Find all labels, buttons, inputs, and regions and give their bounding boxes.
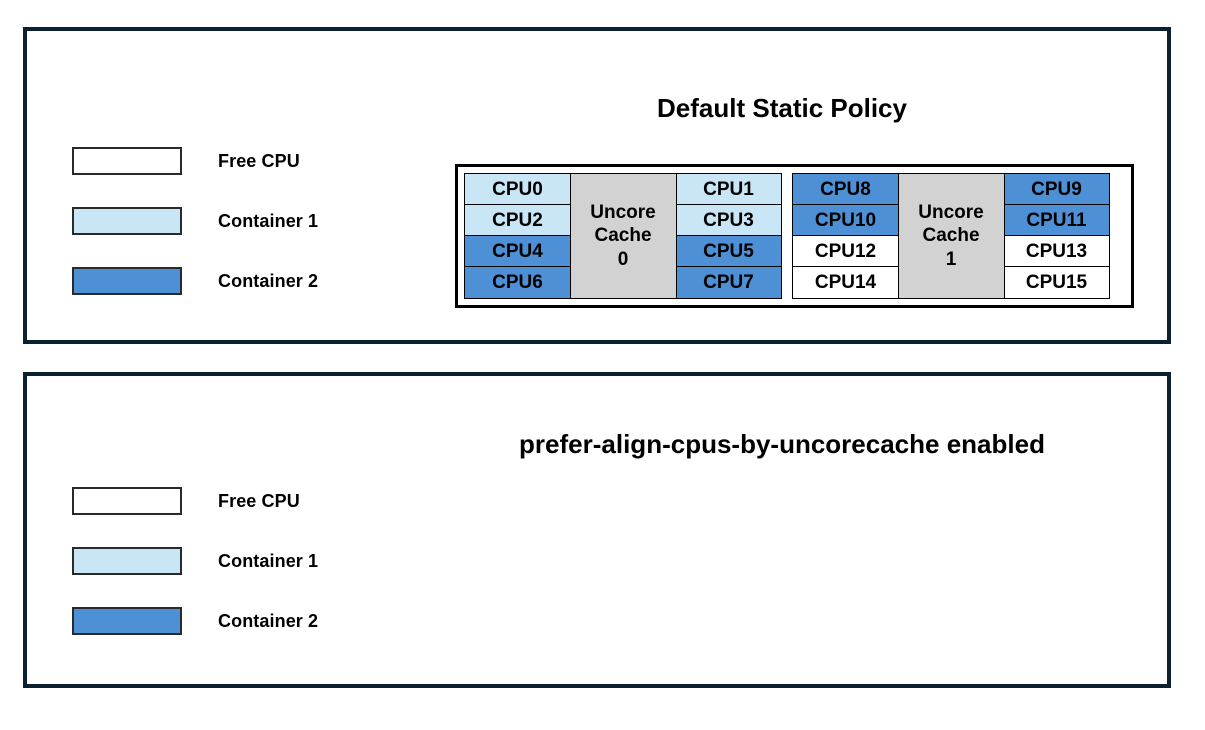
legend-item-container-2: Container 2 xyxy=(72,251,318,311)
cpu-topology-diagram: CPU0 CPU2 CPU4 CPU6 Uncore Cache 0 CPU1 … xyxy=(455,164,1134,308)
cpu-cell: CPU8 xyxy=(792,173,899,206)
cpu-cell: CPU5 xyxy=(675,235,782,268)
cpu-column-right: CPU9 CPU11 CPU13 CPU15 xyxy=(1003,173,1110,299)
cpu-cell: CPU9 xyxy=(1003,173,1110,206)
cpu-cell: CPU3 xyxy=(675,204,782,237)
cpu-cell: CPU10 xyxy=(792,204,899,237)
cpu-column-left: CPU0 CPU2 CPU4 CPU6 xyxy=(464,173,571,299)
uncore-cache-line-1: Uncore xyxy=(918,202,984,224)
legend-swatch-container-2 xyxy=(72,267,182,295)
page-title: prefer-align-cpus-by-uncorecache enabled xyxy=(519,429,1045,459)
legend-swatch-free-cpu xyxy=(72,147,182,175)
legend-label-container-1: Container 1 xyxy=(218,210,319,231)
uncore-cache-line-2: Cache xyxy=(594,225,652,247)
legend-swatch-container-1 xyxy=(72,207,182,235)
legend: Free CPU Container 1 Container 2 xyxy=(72,131,318,311)
socket-uncore-cache-0: CPU0 CPU2 CPU4 CPU6 Uncore Cache 0 CPU1 … xyxy=(464,173,782,299)
cpu-cell: CPU6 xyxy=(464,266,571,299)
legend-item-container-2: Container 2 xyxy=(72,591,318,651)
uncore-cache-line-2: Cache xyxy=(922,225,980,247)
cpu-cell: CPU2 xyxy=(464,204,571,237)
cpu-cell: CPU1 xyxy=(675,173,782,206)
uncore-cache-index: 1 xyxy=(945,248,957,270)
legend-label-free-cpu: Free CPU xyxy=(218,150,300,171)
uncore-cache-block: Uncore Cache 0 xyxy=(569,173,677,299)
uncore-cache-line-1: Uncore xyxy=(590,202,656,224)
panel-default-static-policy: Default Static Policy Free CPU Container… xyxy=(23,27,1171,344)
page-title: Default Static Policy xyxy=(657,93,907,123)
legend-item-container-1: Container 1 xyxy=(72,191,318,251)
legend-label-container-2: Container 2 xyxy=(218,610,319,631)
socket-uncore-cache-1: CPU8 CPU10 CPU12 CPU14 Uncore Cache 1 CP… xyxy=(792,173,1110,299)
cpu-cell: CPU12 xyxy=(792,235,899,268)
legend-label-container-2: Container 2 xyxy=(218,270,319,291)
cpu-column-left: CPU8 CPU10 CPU12 CPU14 xyxy=(792,173,899,299)
panel-prefer-align-cpus-by-uncorecache: prefer-align-cpus-by-uncorecache enabled… xyxy=(23,372,1171,688)
cpu-column-right: CPU1 CPU3 CPU5 CPU7 xyxy=(675,173,782,299)
cpu-cell: CPU0 xyxy=(464,173,571,206)
legend: Free CPU Container 1 Container 2 xyxy=(72,471,318,651)
uncore-cache-index: 0 xyxy=(617,248,629,270)
legend-item-free-cpu: Free CPU xyxy=(72,131,318,191)
legend-label-container-1: Container 1 xyxy=(218,550,319,571)
legend-swatch-free-cpu xyxy=(72,487,182,515)
cpu-cell: CPU13 xyxy=(1003,235,1110,268)
cpu-cell: CPU7 xyxy=(675,266,782,299)
cpu-cell: CPU15 xyxy=(1003,266,1110,299)
legend-item-container-1: Container 1 xyxy=(72,531,318,591)
legend-swatch-container-1 xyxy=(72,547,182,575)
uncore-cache-block: Uncore Cache 1 xyxy=(897,173,1005,299)
legend-swatch-container-2 xyxy=(72,607,182,635)
cpu-cell: CPU4 xyxy=(464,235,571,268)
cpu-cell: CPU14 xyxy=(792,266,899,299)
legend-item-free-cpu: Free CPU xyxy=(72,471,318,531)
cpu-cell: CPU11 xyxy=(1003,204,1110,237)
legend-label-free-cpu: Free CPU xyxy=(218,490,300,511)
